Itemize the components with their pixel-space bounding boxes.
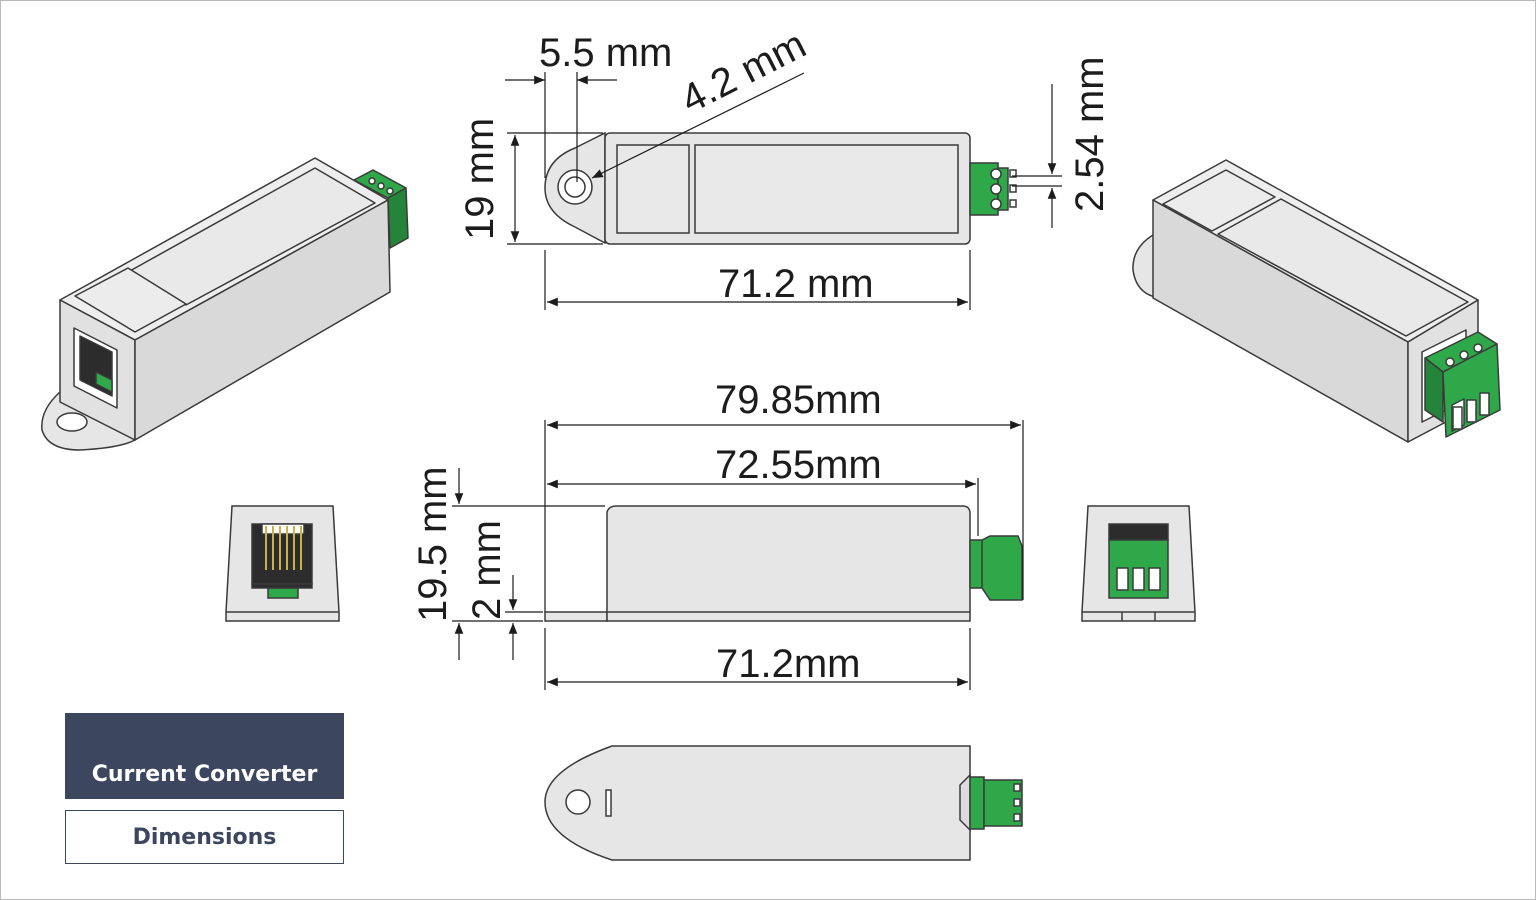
label-length-side: 71.2mm <box>716 642 861 686</box>
dimension-lines-top <box>505 72 1062 310</box>
label-length-top: 71.2 mm <box>718 262 874 306</box>
title-block-title: Current Converter <box>65 713 344 799</box>
dimension-lines-side <box>452 420 1024 690</box>
label-overall-length: 79.85mm <box>715 378 882 422</box>
label-hole-offset: 5.5 mm <box>539 31 672 75</box>
isometric-view-right <box>1132 159 1501 443</box>
label-flange-thickness: 2 mm <box>465 520 509 620</box>
title-block-subtitle: Dimensions <box>65 810 344 864</box>
side-view <box>544 505 1023 622</box>
label-body-length: 72.55mm <box>715 443 882 487</box>
end-view-rj-socket <box>225 505 340 622</box>
isometric-view-left <box>41 157 409 451</box>
label-hole-diameter: 4.2 mm <box>674 22 813 122</box>
label-height-side: 19.5 mm <box>411 466 455 622</box>
top-view <box>544 131 1017 245</box>
label-pin-pitch: 2.54 mm <box>1068 56 1112 212</box>
label-height-top: 19 mm <box>458 118 502 240</box>
bottom-view <box>544 745 1023 861</box>
end-view-terminal <box>1081 505 1196 622</box>
